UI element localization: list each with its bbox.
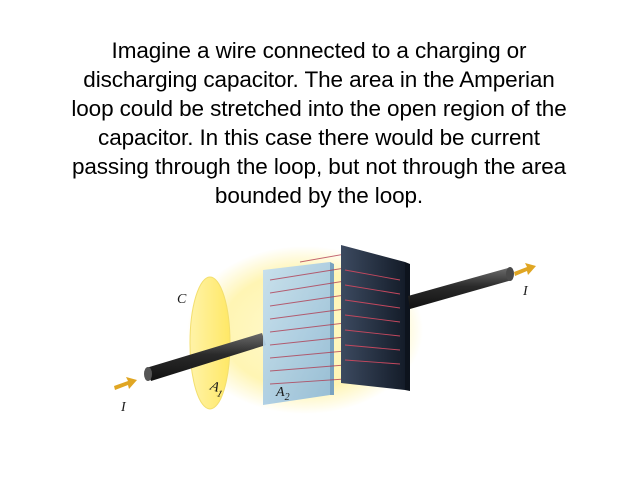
text-line-1: Imagine a wire connected to a charging o…: [111, 38, 527, 63]
text-line-6: bounded by the loop.: [214, 183, 424, 208]
current-arrow-right-icon: [514, 263, 536, 276]
label-area-a1: A1: [206, 379, 225, 401]
label-current-left: I: [120, 400, 127, 415]
label-area-a2-sub: 2: [285, 392, 290, 403]
capacitor-plate-far: [341, 245, 410, 391]
text-line-5: passing through the loop, but not throug…: [71, 154, 567, 179]
capacitor-plate-near: [263, 262, 334, 405]
label-area-a1-sub: 1: [215, 388, 223, 400]
current-arrow-left-icon: [114, 377, 137, 390]
label-c: C: [177, 292, 187, 307]
slide-body-text: Imagine a wire connected to a charging o…: [22, 36, 616, 210]
text-line-3: loop could be stretched into the open re…: [71, 96, 567, 121]
electric-field-lines: [269, 253, 346, 385]
label-area-a2: A2: [275, 385, 290, 403]
text-line-2: discharging capacitor. The area in the A…: [83, 67, 555, 92]
right-wire: [408, 267, 514, 309]
left-wire: [144, 333, 266, 381]
label-current-right: I: [522, 284, 529, 299]
text-line-4: capacitor. In this case there would be c…: [98, 125, 540, 150]
